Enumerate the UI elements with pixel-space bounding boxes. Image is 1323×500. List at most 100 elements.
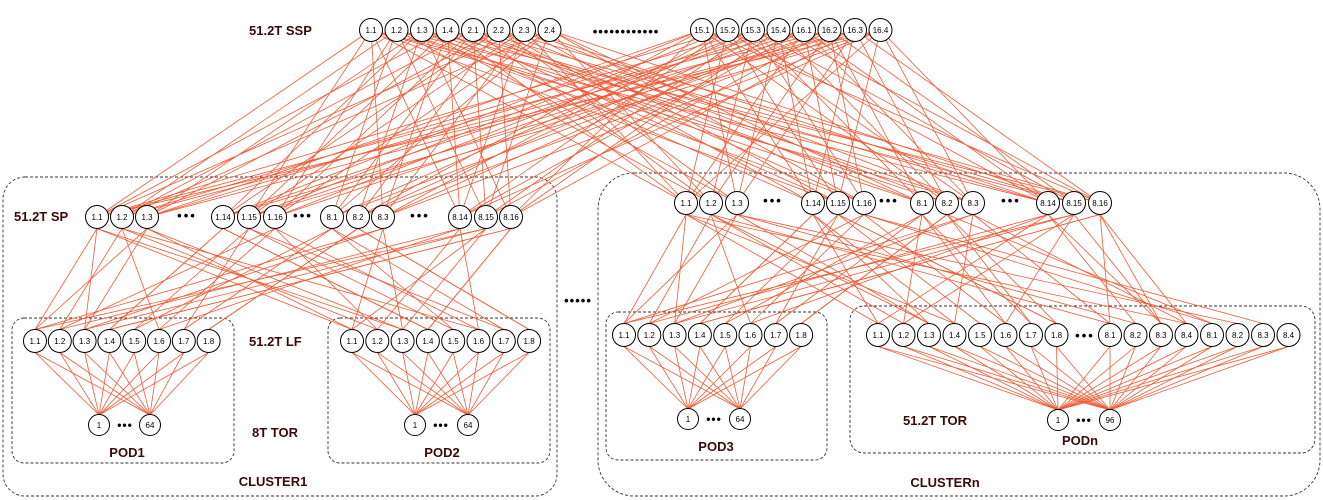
node-label: 8.3 <box>967 199 979 208</box>
link-line-241 <box>84 352 100 416</box>
link-line-212 <box>812 214 879 324</box>
clustern-sp-node-g3-1: 8.1 <box>910 191 934 215</box>
node-circle <box>968 323 992 347</box>
link-line-89 <box>523 29 687 204</box>
link-line-269 <box>623 346 689 410</box>
node-circle <box>792 18 816 42</box>
node-circle <box>826 191 850 215</box>
node-label: 1.8 <box>203 337 215 346</box>
sp-ellipsis-4: ••• <box>763 193 783 208</box>
pod1-tor-last: 64 <box>139 414 161 436</box>
node-circle <box>662 323 687 347</box>
node-circle <box>384 18 409 42</box>
node-label: 1.5 <box>129 337 141 346</box>
podn-tor-ellipsis: ••• <box>1076 413 1092 427</box>
node-circle <box>713 323 738 347</box>
node-circle <box>677 408 699 430</box>
link-line-96 <box>549 29 1075 204</box>
node-label: 1.2 <box>54 337 66 346</box>
link-line-246 <box>133 352 151 416</box>
link-line-49 <box>96 29 805 218</box>
link-line-211 <box>812 214 930 324</box>
podn-lf-node-a-7: 1.7 <box>1019 323 1043 347</box>
link-line-134 <box>34 228 148 330</box>
group-boxes <box>2 172 1321 497</box>
link-line-281 <box>687 346 777 410</box>
podn-lf-node-b-5: 8.1 <box>1200 323 1224 347</box>
ssp-node-right-1: 15.1 <box>690 18 714 42</box>
pod3-lf-node-3: 1.3 <box>662 323 687 347</box>
pod2-lf-node-5: 1.5 <box>441 329 466 353</box>
cluster1-label: CLUSTER1 <box>239 474 308 489</box>
cluster1-box <box>2 176 558 497</box>
link-line-108 <box>752 29 1075 204</box>
node-label: 16.4 <box>873 26 889 35</box>
pod3-lf-node-5: 1.5 <box>713 323 738 347</box>
link-line-43 <box>331 29 754 218</box>
link-line-137 <box>133 228 250 330</box>
clustern-sp-node-g2-2: 1.15 <box>826 191 850 215</box>
clustern-sp-node-g2-1: 1.14 <box>801 191 825 215</box>
link-line-193 <box>623 214 974 324</box>
node-circle <box>1036 191 1060 215</box>
link-line-125 <box>685 29 881 204</box>
link-line-170 <box>382 228 403 330</box>
sp-layer-label: 51.2T SP <box>14 209 69 224</box>
node-circle <box>211 205 235 229</box>
node-circle <box>801 191 825 215</box>
node-label: 1 <box>97 421 102 430</box>
pod1-lf-node-7: 1.7 <box>171 329 196 353</box>
sp-ellipsis-1: ••• <box>177 208 197 223</box>
link-line-118 <box>829 29 865 204</box>
node-label: 1.1 <box>29 337 41 346</box>
link-line-283 <box>687 346 802 410</box>
node-label: 1.4 <box>104 337 116 346</box>
link-line-231 <box>1073 214 1162 324</box>
link-line-173 <box>402 228 487 330</box>
link-lines <box>34 29 1289 416</box>
link-line-140 <box>59 228 276 330</box>
link-line-71 <box>396 29 923 204</box>
link-line-222 <box>946 214 1057 324</box>
link-line-200 <box>699 214 1101 324</box>
link-line-23 <box>357 29 499 218</box>
link-line-9 <box>146 29 423 218</box>
link-line-150 <box>34 228 487 330</box>
podn-lf-node-b-4: 8.4 <box>1174 323 1199 347</box>
cluster1-sp-node-g1-1: 1.1 <box>85 205 109 229</box>
link-line-65 <box>370 29 687 204</box>
link-line-242 <box>84 352 151 416</box>
link-line-261 <box>414 352 454 416</box>
node-label: 1.6 <box>1000 331 1012 340</box>
link-line-158 <box>146 228 353 330</box>
cluster1-sp-node-g3-2: 8.2 <box>346 205 370 229</box>
ssp-node-right-8: 16.4 <box>868 18 893 42</box>
node-circle <box>741 18 765 42</box>
node-circle <box>499 205 523 229</box>
link-line-274 <box>674 346 741 410</box>
clustern-sp-node-g2-3: 1.16 <box>852 191 876 215</box>
node-label: 8.1 <box>326 213 338 222</box>
link-line-27 <box>382 29 525 218</box>
link-line-256 <box>377 352 469 416</box>
link-line-149 <box>84 228 487 330</box>
link-line-313 <box>1057 346 1264 411</box>
link-line-276 <box>699 346 741 410</box>
node-circle <box>766 18 791 42</box>
link-line-37 <box>96 29 728 218</box>
node-circle <box>491 329 516 353</box>
node-circle <box>993 323 1018 347</box>
node-circle <box>441 329 466 353</box>
node-circle <box>1047 409 1069 431</box>
node-label: 1.8 <box>796 331 808 340</box>
pod1-lf-node-8: 1.8 <box>196 329 221 353</box>
link-line-32 <box>485 29 550 218</box>
link-line-251 <box>98 352 209 416</box>
pod3-lf-node-8: 1.8 <box>789 323 814 347</box>
link-line-58 <box>222 29 856 218</box>
link-line-272 <box>649 346 741 410</box>
node-label: 8.16 <box>503 213 519 222</box>
link-line-228 <box>1047 214 1136 324</box>
node-label: 1.16 <box>267 213 283 222</box>
node-label: 8.4 <box>1181 331 1193 340</box>
